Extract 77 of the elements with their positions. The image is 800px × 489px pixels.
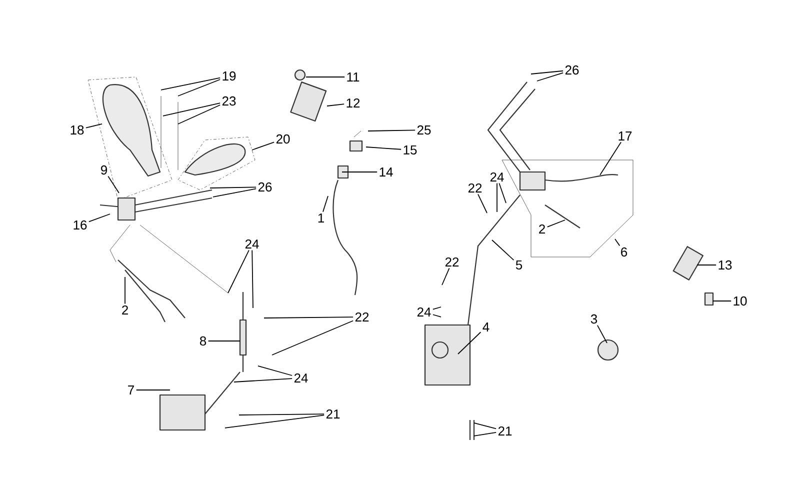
leader-line [212,188,257,198]
leader-line [234,378,293,382]
callout-number: 25 [417,125,431,135]
callout-number: 5 [516,260,522,270]
callout-number: 11 [347,72,360,82]
callout-number: 10 [734,296,747,306]
leader-line [162,102,221,116]
leader-line [474,432,497,436]
leader-line [600,142,622,176]
leader-line [474,422,497,430]
callout-number: 24 [294,373,308,383]
callout-number: 13 [718,260,732,270]
callout-number: 2 [122,305,128,315]
leader-line [536,72,564,82]
callout-number: 16 [74,220,87,230]
leader-line [530,70,564,74]
leader-line [178,104,221,124]
leader-line [432,314,442,318]
callout-number: 4 [482,322,490,332]
leader-line [712,300,732,302]
leader-line [326,104,345,106]
leader-line [258,366,293,376]
callout-number: 24 [245,239,259,249]
callout-number: 26 [565,65,579,75]
callout-number: 22 [355,312,369,322]
leader-line [178,79,221,96]
callout-number: 24 [417,307,431,317]
callout-number: 2 [539,224,545,234]
leader-line [478,194,488,214]
callout-number: 3 [590,314,598,324]
leader-line [224,414,325,428]
leader-line [306,76,345,78]
leader-line [498,182,506,204]
leader-line [368,130,416,132]
leader-line [366,146,402,150]
callout-number: 21 [326,409,340,419]
leader-line [596,324,608,344]
leader-line [108,176,120,194]
callout-number: 12 [346,98,360,108]
callout-number: 20 [276,134,290,144]
leader-line [252,142,275,150]
callout-number: 21 [498,426,512,436]
leader-line [492,240,514,261]
callout-number: 17 [618,132,632,140]
leader-line [210,186,257,188]
leader-line [614,238,620,246]
leader-line [442,268,450,286]
leader-line [432,306,442,310]
callout-number: 8 [200,336,206,346]
leader-line [252,250,254,308]
callout-number: 6 [621,247,628,257]
leader-line [238,414,325,416]
callout-number: 14 [380,168,393,176]
leader-line [86,124,102,128]
callout-number: 15 [404,145,417,155]
callout-number: 18 [70,125,84,135]
leader-line [546,220,566,228]
leader-line [124,276,126,304]
callout-number: 1 [318,214,324,222]
leader-line [322,196,328,212]
callout-number: 24 [490,172,504,182]
leader-line [496,182,498,212]
leader-line [264,316,354,318]
leader-line [228,250,250,294]
leader-line [208,340,240,342]
callout-number: 22 [468,183,482,193]
leader-line [696,264,717,266]
callout-number: 9 [101,165,108,175]
leader-line [272,320,354,356]
leader-line [160,77,221,90]
callout-number: 22 [445,257,459,267]
callout-number: 23 [222,96,236,106]
leader-line [458,332,482,354]
leader-line [88,214,110,222]
callout-number: 26 [258,182,272,192]
callout-number: 19 [222,71,236,81]
callout-number: 7 [128,386,134,394]
